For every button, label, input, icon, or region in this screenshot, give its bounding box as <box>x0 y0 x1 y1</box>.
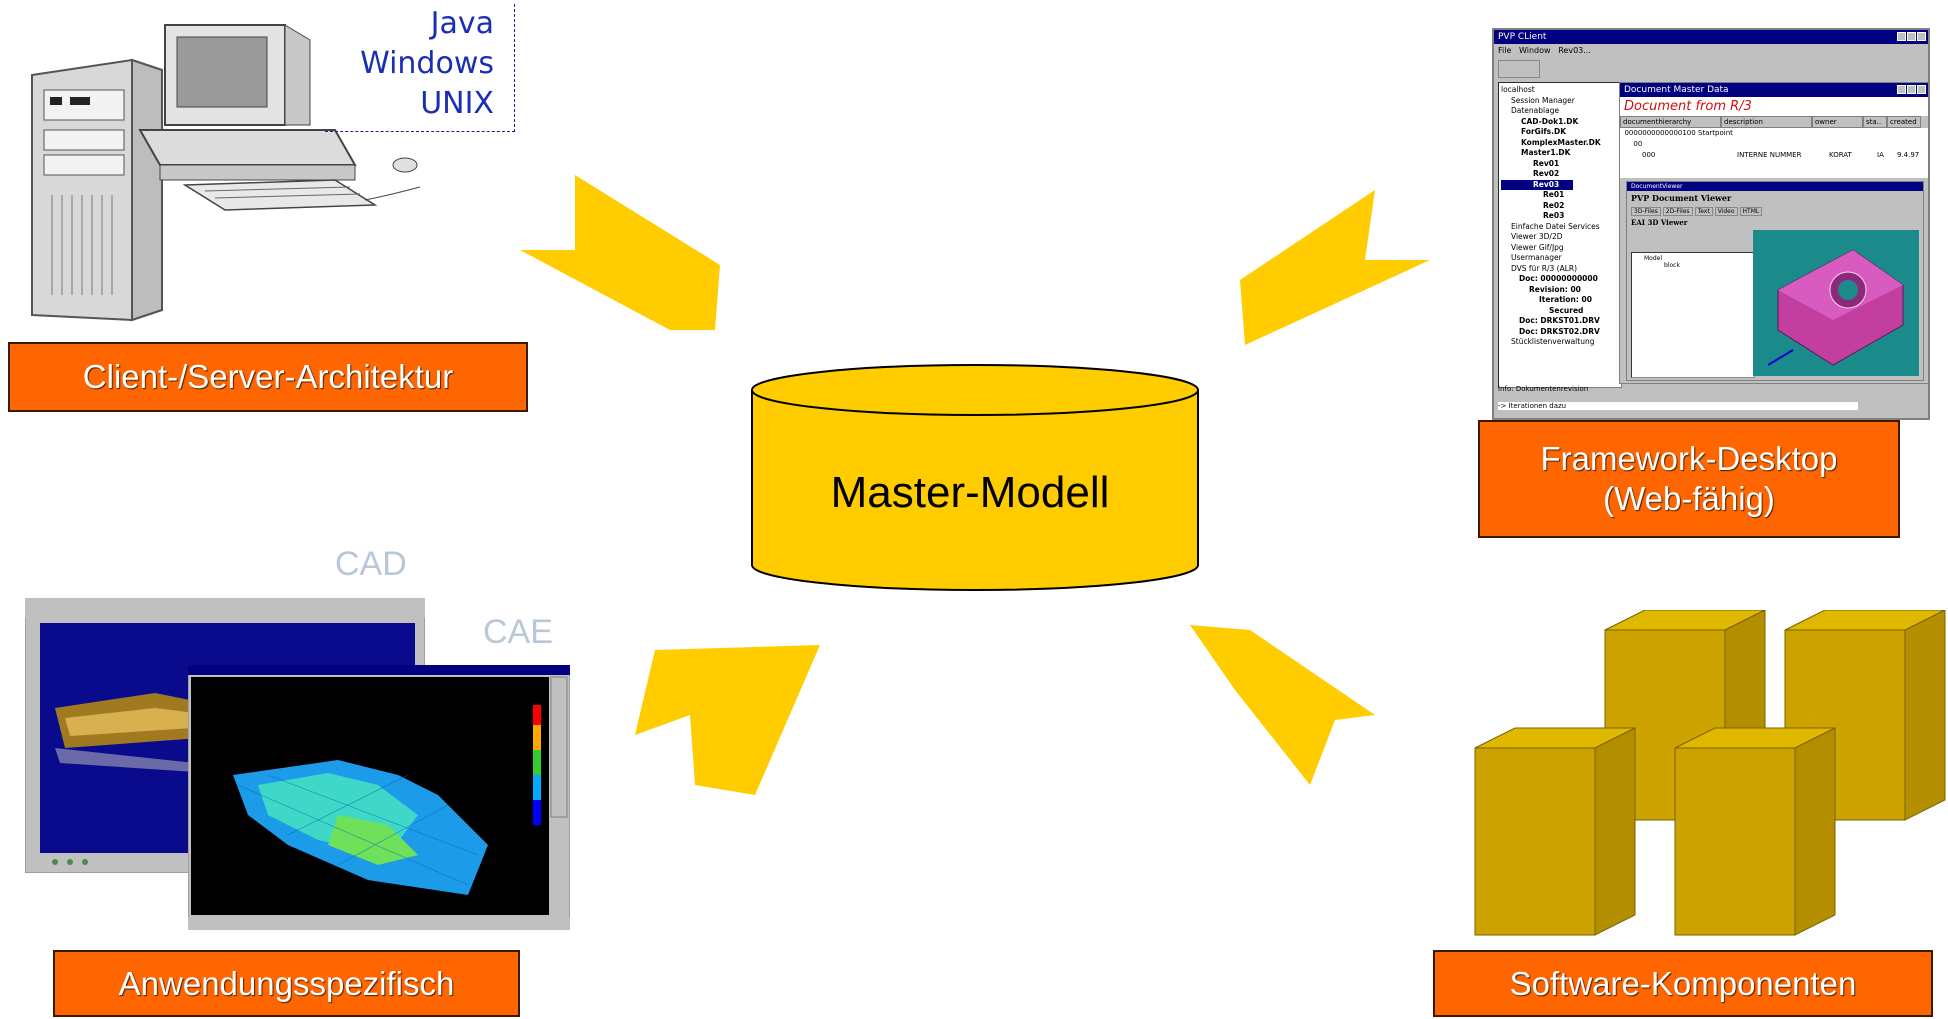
tree-item: Einfache Datei Services <box>1511 221 1600 231</box>
cube-icon <box>1474 727 1636 936</box>
tab-text: Text <box>1694 207 1713 216</box>
os-unix: UNIX <box>420 86 494 121</box>
label-client-server: Client-/Server-Architektur <box>8 342 528 412</box>
tree-item: Iteration: 00 <box>1539 295 1592 304</box>
label-framework-desktop-line2: (Web-fähig) <box>1603 480 1775 517</box>
menu-file: File <box>1498 46 1512 55</box>
cube-icon <box>1674 727 1836 936</box>
tree-item: Doc: DRKST02.DRV <box>1519 326 1600 336</box>
doc-rows: 0000000000000100 Startpoint 00 000 INTER… <box>1620 128 1928 178</box>
tree-item: ForGifs.DK <box>1521 127 1567 136</box>
viewer-subheading: EAI 3D Viewer <box>1631 218 1688 227</box>
model-tree: Model block <box>1631 252 1755 378</box>
close-icon <box>1917 32 1926 41</box>
doc-row: 000 INTERNE NUMMER KORAT IA 9.4.97 <box>1642 151 1920 159</box>
tree-item: Doc: DRKST01.DRV <box>1519 316 1600 325</box>
label-framework-desktop-line1: Framework-Desktop <box>1540 440 1838 478</box>
close-icon <box>1917 85 1926 94</box>
tab-html: HTML <box>1739 207 1763 216</box>
os-java: Java <box>430 6 494 41</box>
tree-item: Rev02 <box>1533 169 1560 178</box>
arrow-top-left <box>520 175 720 330</box>
tree-item: Session Manager <box>1511 95 1575 105</box>
label-framework-desktop: Framework-Desktop (Web-fähig) <box>1478 420 1900 538</box>
framework-desktop-window: PVP CLient File Window Rev03... localhos… <box>1492 28 1930 420</box>
os-list: Java Windows UNIX <box>325 4 515 132</box>
doc-row: 0000000000000100 Startpoint <box>1624 129 1733 137</box>
tree-item: CAD-Dok1.DK <box>1521 116 1579 126</box>
navigation-tree: localhost Session Manager Datenablage CA… <box>1498 82 1622 388</box>
col-hierarchy: documenthierarchy <box>1620 116 1721 128</box>
master-model-cylinder <box>751 364 1199 591</box>
tree-item: Master1.DK <box>1521 148 1571 157</box>
status-bar-2: -> Iterationen dazu <box>1498 402 1858 410</box>
tree-item: Re03 <box>1543 211 1565 220</box>
tree-item: Rev03 <box>1501 179 1573 190</box>
app-titlebar: PVP CLient <box>1494 30 1928 44</box>
server-tower-icon <box>31 58 163 322</box>
3d-part-preview <box>1753 230 1919 376</box>
doc-row: 00 <box>1633 140 1643 148</box>
tree-item: KomplexMaster.DK <box>1521 137 1601 147</box>
doc-window-title: Document Master Data <box>1624 85 1729 95</box>
col-status: sta.. <box>1863 116 1887 128</box>
cad-label: CAD <box>335 545 407 583</box>
tree-item: Stücklistenverwaltung <box>1511 337 1595 346</box>
label-application-specific: Anwendungsspezifisch <box>53 950 520 1017</box>
tree-item: Datenablage <box>1511 106 1560 115</box>
tree-item: Viewer Gif/Jpg <box>1511 242 1564 252</box>
arrow-top-right <box>1240 190 1430 345</box>
label-application-specific-text: Anwendungsspezifisch <box>118 964 455 1002</box>
arrow-bottom-right <box>1190 625 1375 785</box>
label-software-components: Software-Komponenten <box>1433 950 1933 1017</box>
tree-item: localhost <box>1501 85 1535 94</box>
tab-3d: 3D-Files <box>1631 207 1661 216</box>
os-windows: Windows <box>360 46 494 81</box>
app-title: PVP CLient <box>1498 32 1547 42</box>
tree-item: DVS für R/3 (ALR) <box>1511 263 1578 273</box>
tree-item: Re02 <box>1543 200 1565 210</box>
viewer-titlebar: DocumentViewer <box>1627 182 1923 191</box>
menu-window: Window <box>1519 46 1551 55</box>
doc-titlebar: Document Master Data <box>1620 83 1928 97</box>
tree-item: Usermanager <box>1511 253 1562 262</box>
label-client-server-text: Client-/Server-Architektur <box>82 358 454 396</box>
doc-column-headers: documenthierarchy description owner sta.… <box>1620 116 1928 128</box>
doc-heading: Document from R/3 <box>1620 97 1928 116</box>
desktop-computer-icon <box>138 24 421 211</box>
cae-label: CAE <box>483 613 553 651</box>
tree-item: Re01 <box>1543 190 1565 199</box>
menu-bar: File Window Rev03... <box>1494 44 1928 58</box>
software-components-cubes <box>1474 610 1946 936</box>
model-tree-item: block <box>1664 262 1680 269</box>
minimize-icon <box>1897 85 1906 94</box>
menu-rev: Rev03... <box>1558 46 1591 55</box>
model-tree-item: Model <box>1644 255 1663 262</box>
label-software-components-text: Software-Komponenten <box>1509 964 1857 1002</box>
cae-screenshot <box>188 665 570 930</box>
viewer-tabs: 3D-Files 2D-Files Text Video HTML <box>1627 205 1923 218</box>
maximize-icon <box>1907 85 1916 94</box>
col-owner: owner <box>1812 116 1863 128</box>
col-description: description <box>1721 116 1812 128</box>
tree-item: Rev01 <box>1533 158 1560 168</box>
tree-item: Doc: 00000000000 <box>1519 274 1598 283</box>
document-viewer-window: DocumentViewer PVP Document Viewer 3D-Fi… <box>1626 181 1924 381</box>
minimize-icon <box>1897 32 1906 41</box>
tab-video: Video <box>1714 207 1738 216</box>
toolbar <box>1498 60 1540 78</box>
viewer-heading: PVP Document Viewer <box>1631 193 1732 203</box>
tree-item: Secured <box>1549 305 1584 315</box>
tab-2d: 2D-Files <box>1662 207 1693 216</box>
viewer-window-title: DocumentViewer <box>1631 183 1683 190</box>
document-master-window: Document Master Data Document from R/3 d… <box>1619 82 1928 384</box>
maximize-icon <box>1907 32 1916 41</box>
arrow-bottom-left <box>635 645 820 795</box>
status-bar-1: Info: Dokumentenrevision <box>1498 385 1589 393</box>
master-model-label: Master-Modell <box>830 468 1110 517</box>
col-created: created <box>1887 116 1921 128</box>
tree-item: Viewer 3D/2D <box>1511 232 1563 241</box>
tree-item: Revision: 00 <box>1529 284 1581 294</box>
